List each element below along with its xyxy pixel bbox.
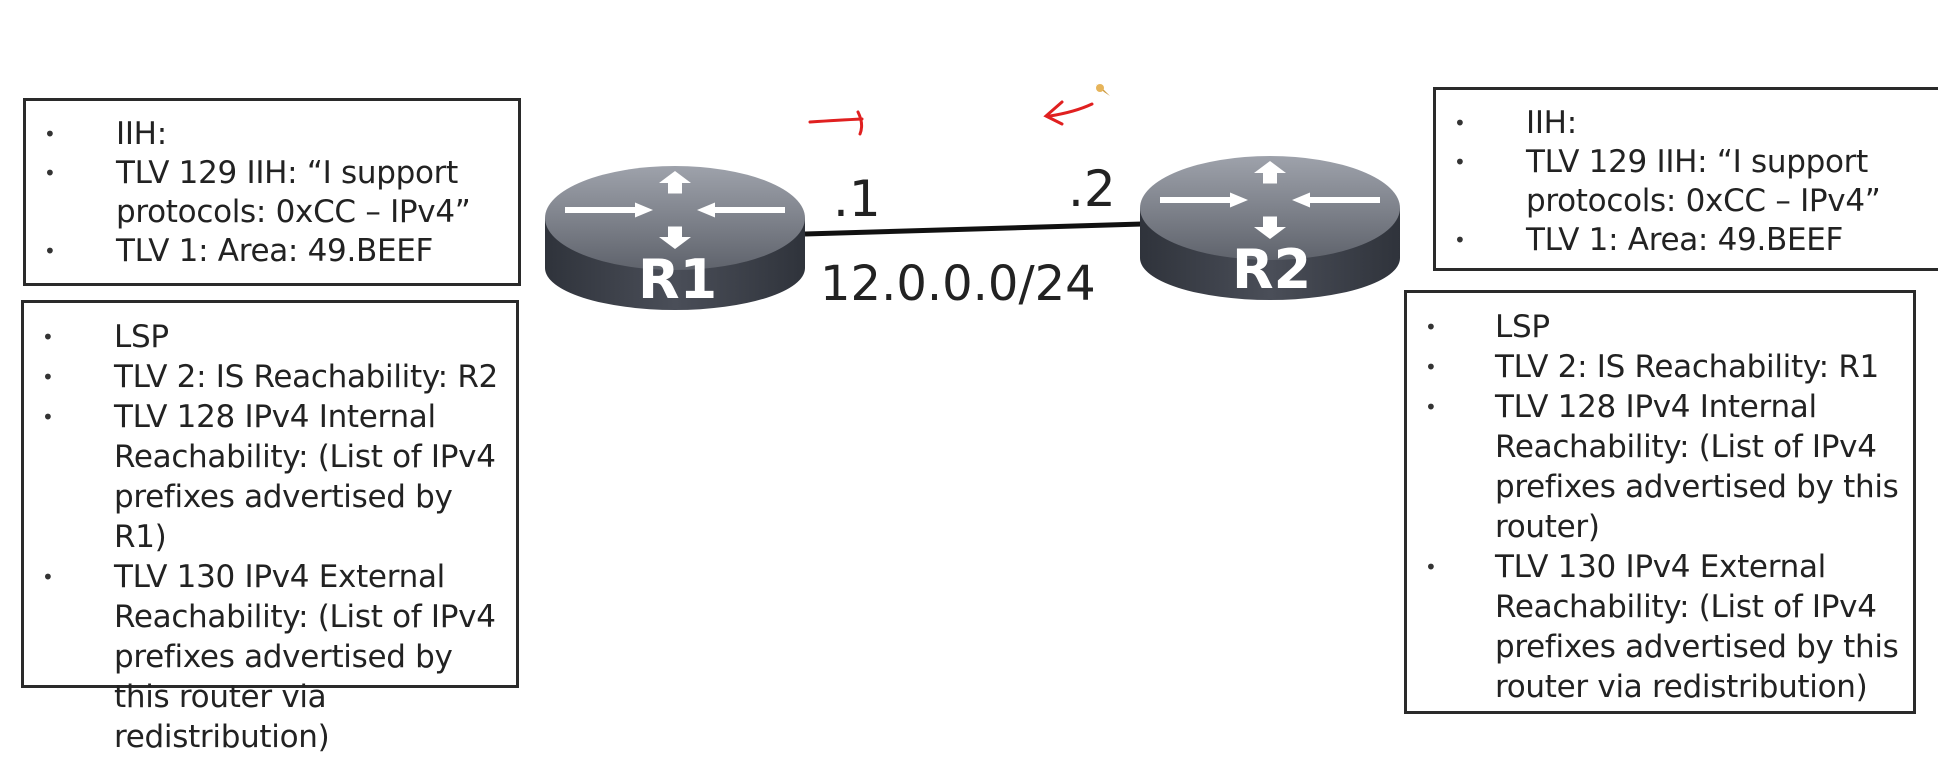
list-item: TLV 129 IIH: “I support protocols: 0xCC … [36, 154, 508, 232]
network-diagram [545, 84, 1400, 310]
r1-iih-box: IIH: TLV 129 IIH: “I support protocols: … [23, 98, 521, 286]
list-item: TLV 1: Area: 49.BEEF [1446, 221, 1930, 260]
list-item: TLV 1: Area: 49.BEEF [36, 232, 508, 271]
annotation-arrow-left [1043, 100, 1094, 126]
list-item: TLV 130 IPv4 External Reachability: (Lis… [1417, 547, 1903, 707]
r2-lsp-box: LSP TLV 2: IS Reachability: R1 TLV 128 I… [1404, 290, 1916, 714]
r2-iih-box: IIH: TLV 129 IIH: “I support protocols: … [1433, 87, 1938, 271]
list-item: TLV 129 IIH: “I support protocols: 0xCC … [1446, 143, 1930, 221]
list-item: IIH: [1446, 104, 1930, 143]
pencil-cursor-icon [1096, 84, 1110, 96]
link-line [804, 221, 1143, 237]
list-item: TLV 2: IS Reachability: R2 [34, 357, 506, 397]
list-item: TLV 130 IPv4 External Reachability: (Lis… [34, 557, 506, 757]
list-item: LSP [34, 317, 506, 357]
router-r2-label: R2 [1232, 238, 1312, 301]
router-r1 [545, 166, 805, 310]
list-item: IIH: [36, 115, 508, 154]
router-r2 [1140, 156, 1400, 300]
list-item: LSP [1417, 307, 1903, 347]
list-item: TLV 128 IPv4 Internal Reachability: (Lis… [34, 397, 506, 557]
list-item: TLV 128 IPv4 Internal Reachability: (Lis… [1417, 387, 1903, 547]
list-item: TLV 2: IS Reachability: R1 [1417, 347, 1903, 387]
r1-lsp-box: LSP TLV 2: IS Reachability: R2 TLV 128 I… [21, 300, 519, 755]
r2-interface-label: .2 [1068, 160, 1116, 218]
r1-interface-label: .1 [833, 170, 881, 228]
annotation-arrow-right [808, 110, 864, 136]
router-r1-label: R1 [638, 248, 718, 311]
subnet-label: 12.0.0.0/24 [820, 256, 1096, 312]
